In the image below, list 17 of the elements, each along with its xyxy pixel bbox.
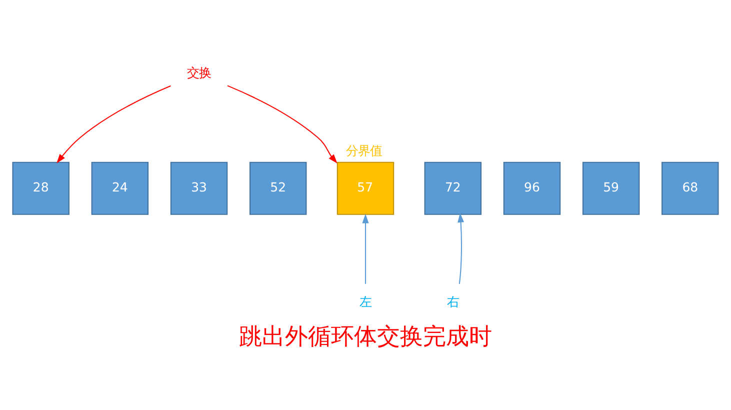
node-box: 72: [424, 162, 482, 215]
node-box: 59: [582, 162, 640, 215]
arrow: [56, 85, 171, 164]
node-text: 右: [446, 294, 459, 310]
node-text: 左: [360, 294, 372, 310]
node-box: 96: [503, 162, 561, 215]
node-text: 交换: [187, 65, 212, 80]
node-box: 33: [170, 162, 228, 215]
node-box: 68: [662, 162, 719, 215]
node-box: 52: [249, 162, 307, 215]
node-box: 28: [12, 162, 70, 215]
arrow: [458, 213, 464, 284]
node-box: 24: [91, 162, 149, 215]
node-label: 分界值: [346, 143, 382, 158]
arrow: [362, 214, 369, 284]
caption: 跳出外循环体交换完成时: [239, 324, 492, 350]
arrow: [227, 85, 338, 164]
